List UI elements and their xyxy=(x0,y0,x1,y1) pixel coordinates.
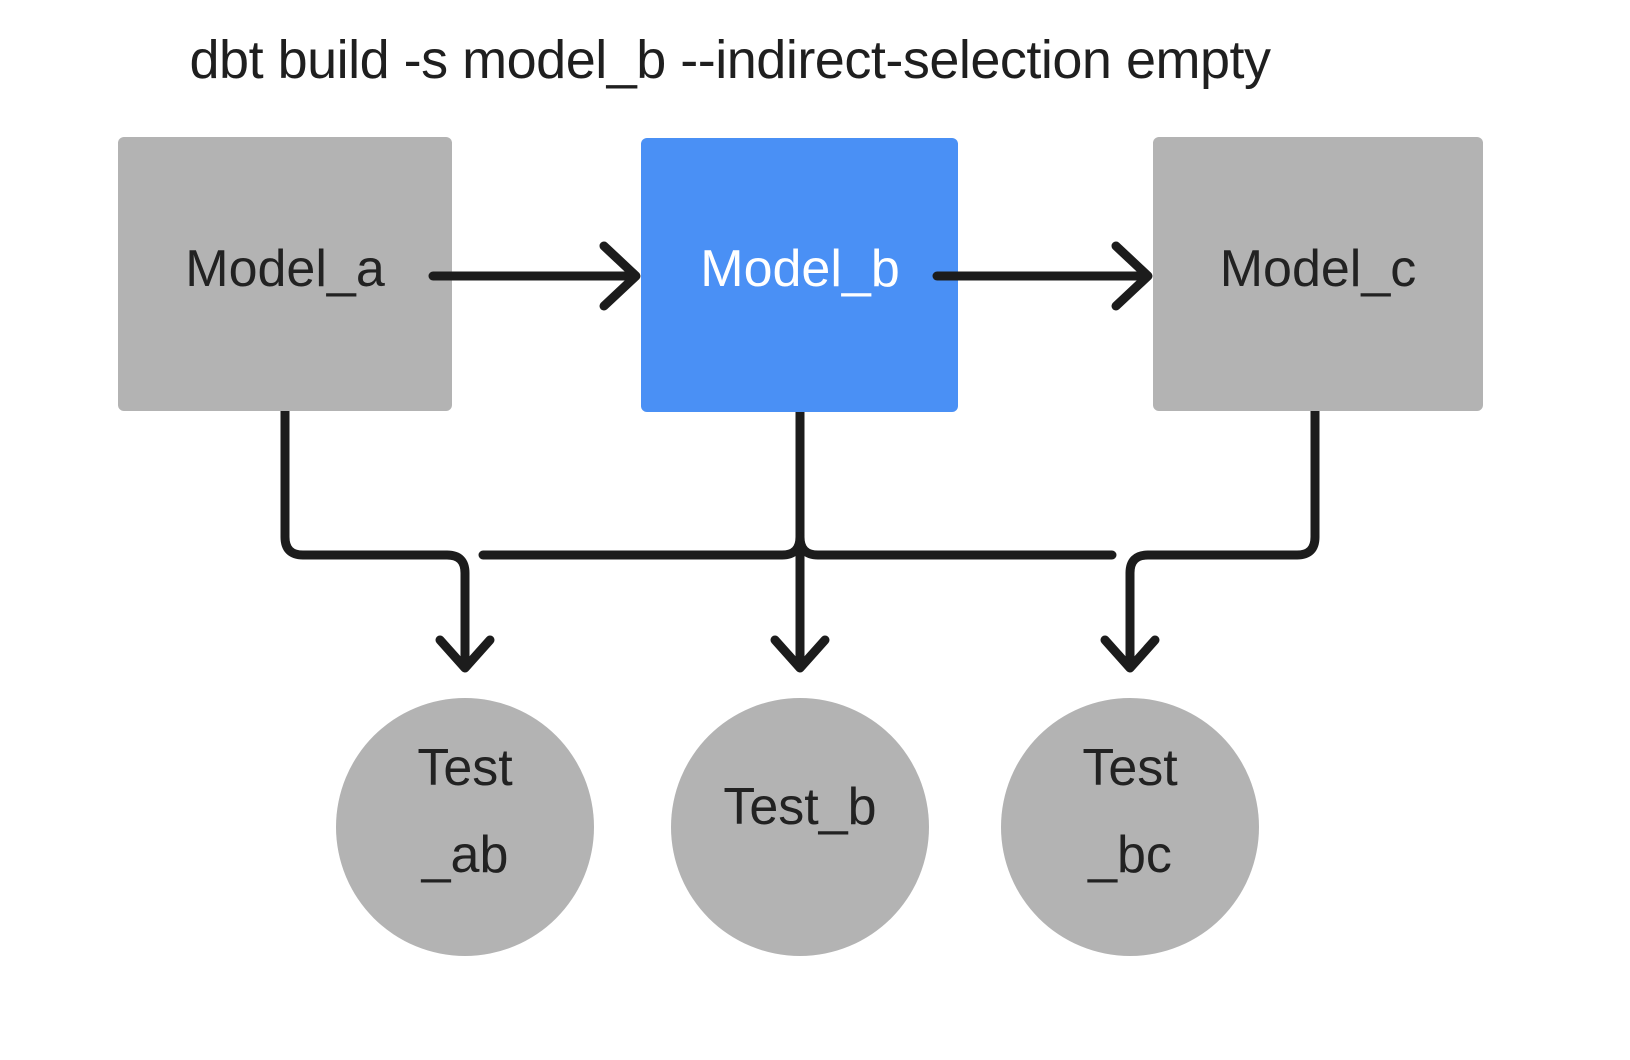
node-test-ab-label-line2: _ab xyxy=(421,826,509,884)
arrowhead-model-b xyxy=(599,241,641,311)
edge-model-b-to-test-ab xyxy=(478,532,805,560)
edge-model-b-to-test-bc xyxy=(795,532,1117,560)
node-model-a[interactable] xyxy=(118,137,452,411)
node-test-bc[interactable] xyxy=(1001,698,1259,956)
node-test-bc-label-line1: Test xyxy=(1082,739,1178,797)
node-test-ab[interactable] xyxy=(336,698,594,956)
node-model-c-label: Model_c xyxy=(1220,240,1417,298)
node-model-a-label: Model_a xyxy=(185,240,385,298)
diagram-title: dbt build -s model_b --indirect-selectio… xyxy=(190,30,1271,90)
node-model-b-label: Model_b xyxy=(700,240,899,298)
node-model-b[interactable] xyxy=(641,138,958,412)
node-test-b-label-line1: Test_b xyxy=(723,778,876,836)
arrowhead-test-ab-from-a xyxy=(435,635,495,673)
node-test-b[interactable] xyxy=(671,698,929,956)
node-model-c[interactable] xyxy=(1153,137,1483,411)
arrowhead-model-c xyxy=(1111,241,1153,311)
node-test-bc-label-line2: _bc xyxy=(1087,826,1172,884)
arrowhead-test-bc-from-c xyxy=(1100,635,1160,673)
arrowhead-test-b xyxy=(770,635,830,673)
node-test-ab-label-line1: Test xyxy=(417,739,513,797)
edge-model-a-to-test-ab xyxy=(280,406,470,668)
edge-model-c-to-test-bc xyxy=(1125,406,1320,668)
